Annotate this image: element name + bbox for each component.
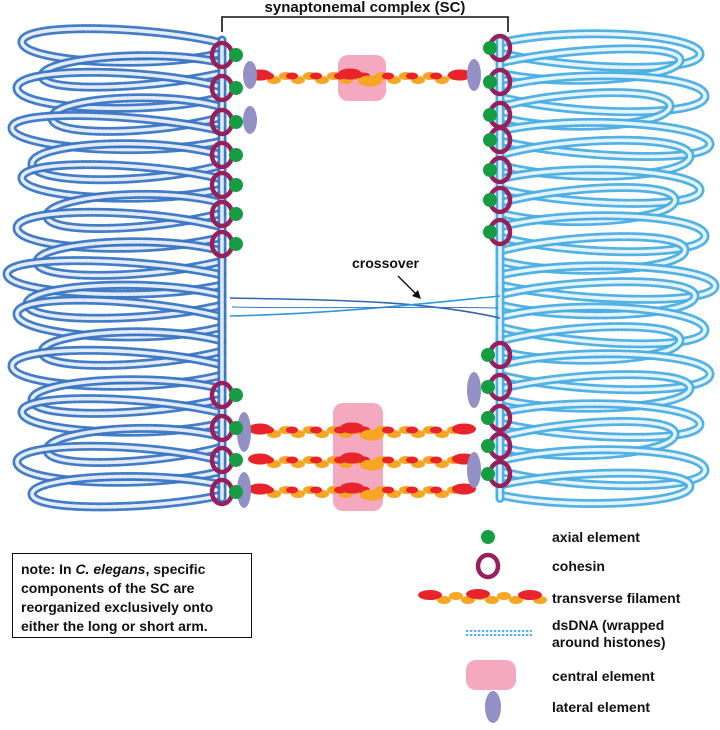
left-chromatin-loops xyxy=(2,24,227,512)
axial-element xyxy=(229,207,243,221)
right-chromatin-loops xyxy=(495,29,720,508)
legend-label-central: central element xyxy=(552,668,655,684)
axial-element xyxy=(229,421,243,435)
lateral-element xyxy=(237,412,251,452)
axial-element xyxy=(229,148,243,162)
crossover-annotation: crossover xyxy=(352,255,421,299)
axial-element xyxy=(483,41,497,55)
axial-element xyxy=(483,108,497,122)
axial-element xyxy=(229,453,243,467)
axial-element xyxy=(229,388,243,402)
legend-label-axial: axial element xyxy=(552,529,640,545)
lateral-element xyxy=(467,452,481,488)
note-box: note: In C. elegans, specific components… xyxy=(12,553,252,638)
legend-symbol-lateral xyxy=(485,691,501,723)
transverse-filament xyxy=(248,68,472,87)
legend-symbol-cohesin xyxy=(475,552,501,580)
transverse-filament xyxy=(248,422,476,441)
axial-element xyxy=(481,439,495,453)
axial-element xyxy=(481,380,495,394)
legend-symbol-tf xyxy=(418,589,547,604)
lateral-element xyxy=(237,472,251,508)
axial-element xyxy=(229,115,243,129)
transverse-filament xyxy=(248,482,476,501)
axial-element xyxy=(481,411,495,425)
legend-symbol-central xyxy=(466,660,516,690)
lateral-element xyxy=(243,106,257,134)
axial-element xyxy=(229,81,243,95)
note-species: C. elegans xyxy=(75,561,146,577)
axial-element xyxy=(229,485,243,499)
sc-bracket: synaptonemal complex (SC) xyxy=(221,0,509,32)
legend: axial element cohesin transverse filament d… xyxy=(418,529,681,723)
legend-label-lateral: lateral element xyxy=(552,699,650,715)
axial-element xyxy=(483,163,497,177)
axial-element xyxy=(483,193,497,207)
crossover-strands xyxy=(229,295,501,319)
axial-element xyxy=(483,133,497,147)
legend-label-tf: transverse filament xyxy=(552,590,681,606)
lateral-element xyxy=(243,61,257,89)
axial-element xyxy=(229,237,243,251)
axial-element xyxy=(483,75,497,89)
legend-symbol-axial xyxy=(481,530,495,544)
lateral-element xyxy=(467,59,481,91)
crossover-label: crossover xyxy=(352,255,419,271)
note-prefix: note: In xyxy=(21,561,76,577)
note-suffix: , specific components of the SC are reor… xyxy=(21,561,214,634)
axial-element xyxy=(229,48,243,62)
axial-element xyxy=(481,467,495,481)
sc-components xyxy=(209,33,513,511)
axial-element xyxy=(481,348,495,362)
diagram-title: synaptonemal complex (SC) xyxy=(265,0,466,16)
lateral-element xyxy=(467,372,481,408)
transverse-filament xyxy=(248,452,476,471)
axial-element xyxy=(483,225,497,239)
axial-element xyxy=(229,178,243,192)
legend-label-cohesin: cohesin xyxy=(552,558,605,574)
